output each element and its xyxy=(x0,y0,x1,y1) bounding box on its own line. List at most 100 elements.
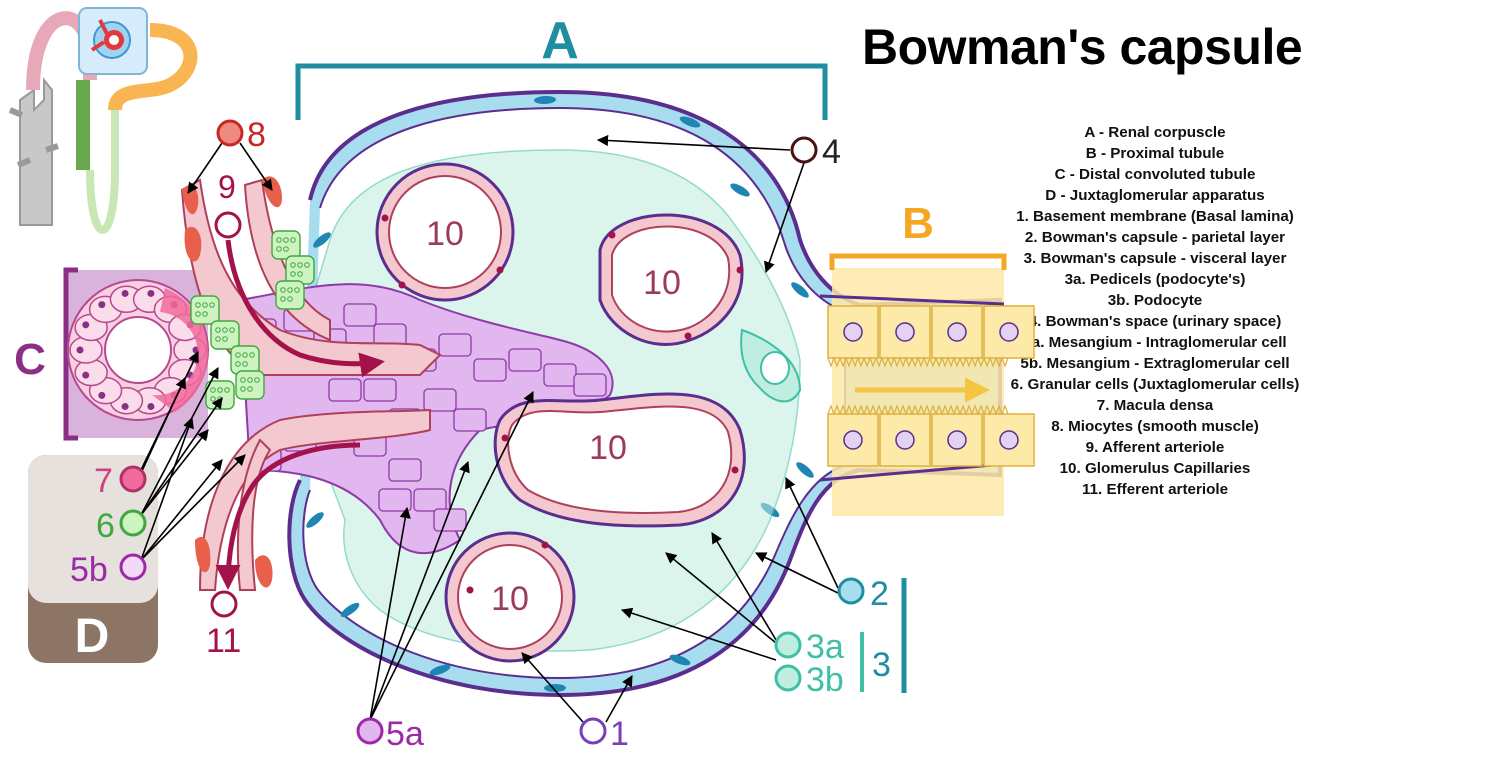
miocyte xyxy=(255,555,273,588)
mesangial-cell xyxy=(438,333,472,357)
granular-cell xyxy=(271,230,301,260)
legend-item-8: 8. Miocytes (smooth muscle) xyxy=(1051,418,1259,435)
granule xyxy=(210,387,216,393)
mesangial-cell xyxy=(413,488,447,512)
legend-item-10: 10. Glomerulus Capillaries xyxy=(1059,460,1251,477)
granule xyxy=(283,246,289,252)
callout-3a-marker xyxy=(774,631,802,659)
mesangial-cell xyxy=(378,488,412,512)
proximal-tubule-thumb xyxy=(108,23,198,112)
proximal-cell xyxy=(879,413,931,467)
capillary-label-2: 10 xyxy=(643,264,681,302)
granule xyxy=(202,302,208,308)
callout-lines xyxy=(140,134,839,723)
callouts: 4 2 3a 3b 3 1 5a 8 9 11 7 6 5b xyxy=(70,116,907,753)
endothelial-nucleus xyxy=(608,231,616,239)
label-a: A xyxy=(541,12,579,70)
page-title: Bowman's capsule xyxy=(862,19,1303,75)
mesangial-cell xyxy=(423,388,457,412)
capillary-nuclei xyxy=(381,214,744,594)
granular-cell xyxy=(230,345,260,375)
legend-item-5a: 5a. Mesangium - Intraglomerular cell xyxy=(1023,334,1287,351)
callout-5a-label: 5a xyxy=(386,715,424,753)
granular-cells xyxy=(190,230,315,410)
arterioles xyxy=(180,176,442,591)
mesangial-cell xyxy=(453,408,487,432)
mesangial-cell xyxy=(543,363,577,387)
granule xyxy=(195,311,201,317)
cell-nucleus xyxy=(147,289,155,297)
granule xyxy=(290,271,296,277)
cell-nucleus xyxy=(147,403,155,411)
callout-5a-marker xyxy=(356,717,384,745)
granule xyxy=(247,377,253,383)
granule xyxy=(249,352,255,358)
renal-corpuscle-bracket: A xyxy=(295,12,828,120)
cell-nucleus xyxy=(98,391,106,399)
callout-3-label: 3 xyxy=(872,646,891,684)
granule xyxy=(294,287,300,293)
mesangial-cell xyxy=(363,378,397,402)
callout-3b-label: 3b xyxy=(806,661,844,699)
endothelial-nucleus xyxy=(731,466,739,474)
label-c: C xyxy=(14,335,46,384)
callout-1-marker xyxy=(579,717,607,745)
label-b: B xyxy=(902,199,934,248)
proximal-cells-bottom xyxy=(827,404,1035,467)
granule xyxy=(283,237,289,243)
granule xyxy=(202,311,208,317)
endothelial-nucleus xyxy=(736,266,744,274)
granule xyxy=(287,287,293,293)
granule xyxy=(215,327,221,333)
legend-item-2: 2. Bowman's capsule - parietal layer xyxy=(1024,229,1286,246)
a-bracket xyxy=(295,63,828,120)
proximal-cells-top xyxy=(827,305,1035,368)
endothelial-nucleus xyxy=(466,586,474,594)
callout-5b-marker xyxy=(119,553,147,581)
c-bracket xyxy=(63,267,78,441)
callout-7-label: 7 xyxy=(94,462,113,500)
mesangial-cell xyxy=(573,373,607,397)
callout-6-label: 6 xyxy=(96,507,115,545)
granule xyxy=(276,246,282,252)
glomerulus-capillaries: 10 10 10 10 xyxy=(375,162,746,663)
label-d: D xyxy=(75,610,110,663)
granule xyxy=(254,377,260,383)
callout-8-marker xyxy=(216,119,244,147)
cell-nucleus xyxy=(82,371,90,379)
legend-item-4: 4. Bowman's space (urinary space) xyxy=(1028,313,1282,330)
granule xyxy=(297,271,303,277)
granule xyxy=(280,296,286,302)
granular-cell xyxy=(275,280,305,310)
granular-cell xyxy=(235,370,265,400)
afferent-flow-arrow xyxy=(225,239,385,378)
granule xyxy=(242,352,248,358)
parietal-nucleus xyxy=(306,512,324,528)
callout-9-label: 9 xyxy=(218,169,236,205)
callout-3a-label: 3a xyxy=(806,628,844,666)
granular-cell xyxy=(205,380,235,410)
legend-item-c: C - Distal convoluted tubule xyxy=(1054,166,1256,183)
parietal-nucleus xyxy=(429,664,451,676)
callout-5b-label: 5b xyxy=(70,551,108,589)
cell-nucleus xyxy=(121,403,129,411)
callout-11-marker xyxy=(210,590,238,618)
parietal-nucleus xyxy=(544,683,566,693)
callout-6-marker xyxy=(119,509,147,537)
miocyte xyxy=(195,536,211,573)
granule xyxy=(297,262,303,268)
endothelial-nucleus xyxy=(541,541,549,549)
granular-cell xyxy=(285,255,315,285)
parietal-nucleus xyxy=(340,602,360,618)
granule xyxy=(235,361,241,367)
legend-item-6: 6. Granular cells (Juxtaglomerular cells… xyxy=(1010,376,1300,393)
parietal-nucleus xyxy=(791,282,809,298)
granule xyxy=(224,387,230,393)
callout-3b-marker xyxy=(774,664,802,692)
granule xyxy=(235,352,241,358)
legend-item-11: 11. Efferent arteriole xyxy=(1081,481,1229,498)
mesangial-cell xyxy=(388,458,422,482)
parietal-nucleus xyxy=(669,654,691,666)
granule xyxy=(276,237,282,243)
